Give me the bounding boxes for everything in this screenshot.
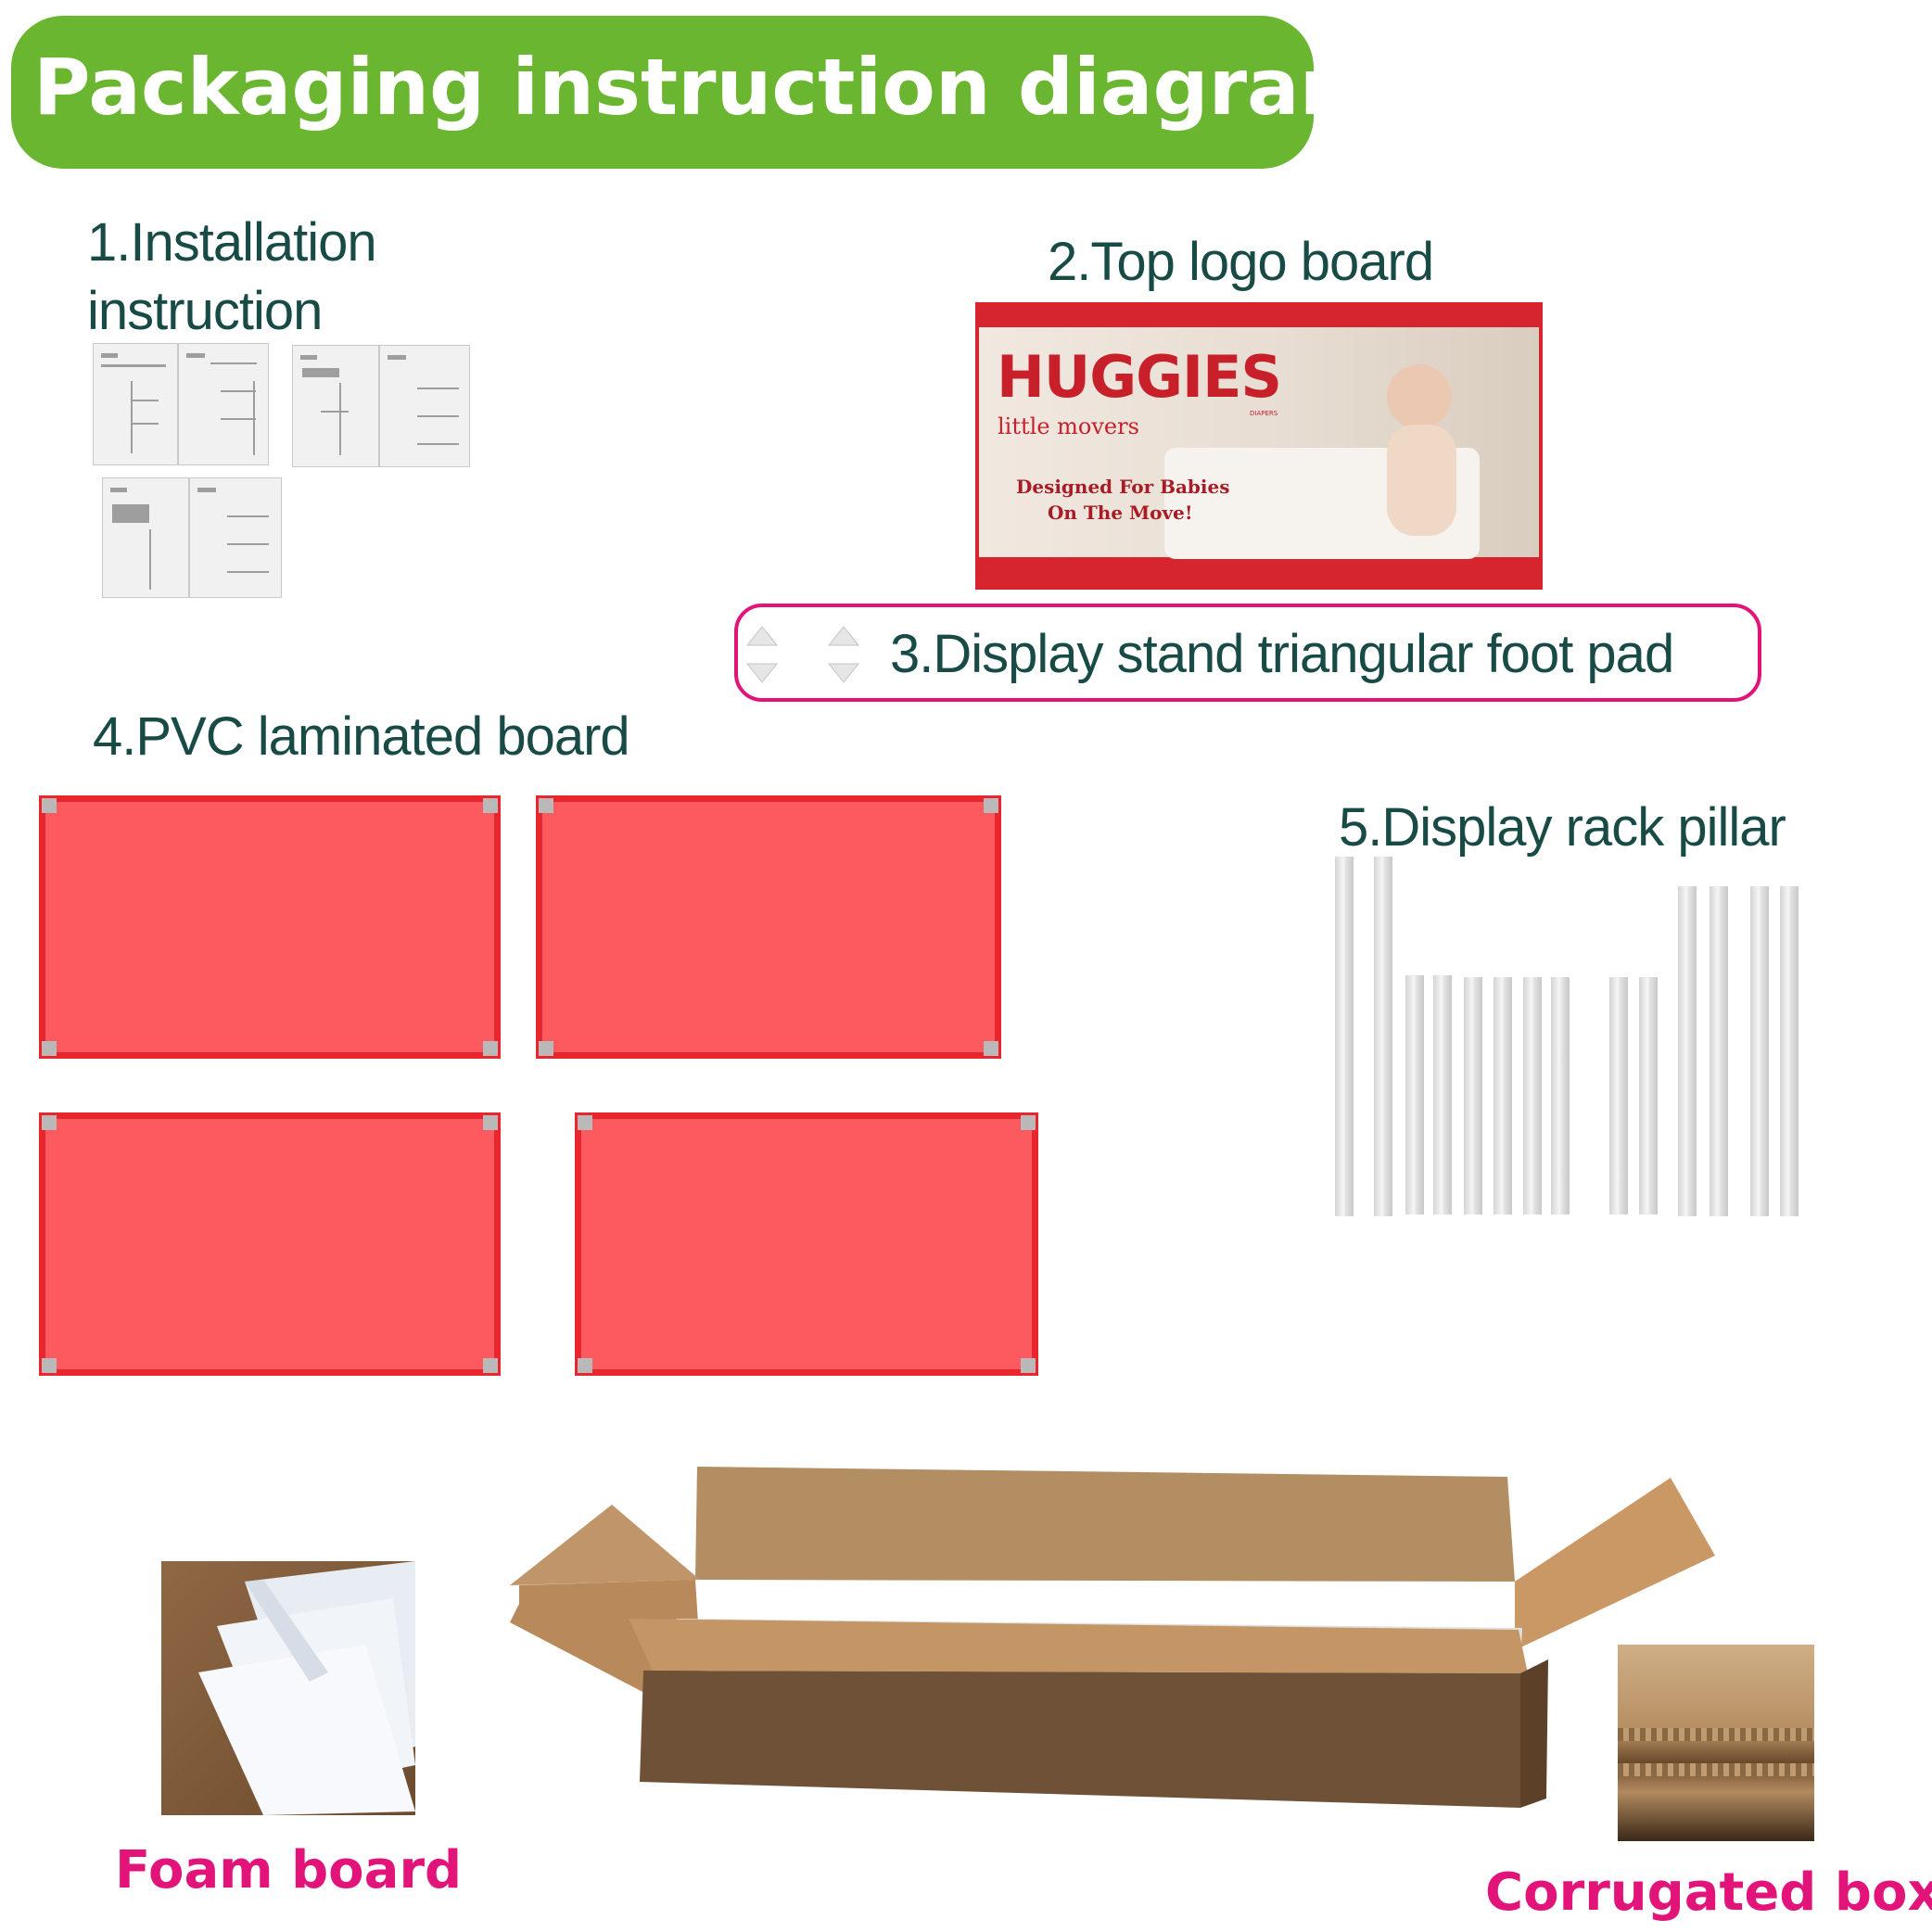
box-front (640, 1671, 1520, 1808)
box-front-flap (629, 1619, 1528, 1673)
pvc-board-label: 4.PVC laminated board (93, 706, 630, 767)
page-title: Packaging instruction diagram (33, 42, 1381, 133)
pvc-board (575, 1112, 1038, 1376)
top-logo-board: HUGGIES DIAPERS little movers Designed F… (975, 302, 1543, 590)
logo-board-photo (979, 327, 1539, 559)
corrugation-layer (1618, 1763, 1814, 1776)
instruction-sheet (93, 343, 178, 465)
corrugated-box-photo (1618, 1645, 1814, 1841)
board-corner (578, 1358, 592, 1373)
pillars-group (1331, 853, 1813, 1231)
foot-pad-icon (745, 663, 779, 683)
pillar (1551, 977, 1570, 1214)
foot-pad-callout (734, 604, 1761, 702)
pillar (1639, 977, 1658, 1214)
board-corner (483, 798, 498, 813)
huggies-logo-text: HUGGIES (997, 343, 1282, 411)
instruction-sheet (102, 477, 189, 598)
pillar (1609, 977, 1628, 1214)
box-side (1520, 1659, 1548, 1808)
board-corner (42, 1041, 57, 1056)
box-left-flap-top (510, 1505, 700, 1585)
board-corner (42, 798, 57, 813)
pillar (1710, 886, 1728, 1216)
pillar (1335, 857, 1354, 1216)
board-corner (984, 798, 998, 813)
board-corner (42, 1358, 57, 1373)
board-corner (1021, 1358, 1036, 1373)
board-corner (539, 798, 553, 813)
board-corner (578, 1115, 592, 1130)
pillar (1678, 886, 1697, 1216)
top-logo-label: 2.Top logo board (1048, 232, 1434, 292)
board-corner (1021, 1115, 1036, 1130)
instruction-sheet (178, 343, 269, 465)
pvc-board (536, 795, 1001, 1059)
foam-board-photo (161, 1561, 415, 1815)
pillar (1523, 977, 1542, 1214)
pillar (1750, 886, 1769, 1216)
board-corner (483, 1358, 498, 1373)
instruction-sheets (93, 341, 473, 601)
title-banner (11, 16, 1314, 169)
corrugation-layer (1618, 1728, 1814, 1741)
pillar (1780, 886, 1799, 1216)
pillar (1464, 977, 1482, 1214)
foot-pad-icon (745, 626, 779, 646)
corrugated-box-label: Corrugated box (1485, 1862, 1932, 1923)
foot-pad-label: 3.Display stand triangular foot pad (890, 624, 1674, 684)
instruction-sheet (189, 477, 282, 598)
instruction-sheet (292, 345, 379, 467)
box-right-flap (1515, 1478, 1715, 1650)
pillar (1405, 975, 1424, 1214)
board-corner (42, 1115, 57, 1130)
baby-body-shape (1387, 425, 1456, 536)
instruction-sheet (379, 345, 470, 467)
pvc-board (39, 795, 501, 1059)
tagline-line2: On The Move! (1048, 502, 1193, 524)
foot-pad-icon (827, 663, 860, 683)
foot-pad-icons (745, 626, 860, 683)
board-corner (984, 1041, 998, 1056)
little-movers-text: little movers (998, 413, 1139, 439)
foot-pad-icon (827, 626, 860, 646)
board-corner (483, 1041, 498, 1056)
foam-sheets-graphic (198, 1561, 415, 1815)
installation-label-line1: 1.Installation (87, 212, 377, 273)
pillar (1374, 857, 1392, 1216)
diapers-text: DIAPERS (1250, 410, 1278, 417)
baby-head-shape (1387, 364, 1452, 429)
installation-label-line2: instruction (87, 281, 323, 341)
box-back-flap (695, 1467, 1515, 1582)
pillar (1433, 975, 1452, 1214)
board-corner (539, 1041, 553, 1056)
cardboard-box (510, 1467, 1715, 1808)
foam-board-label: Foam board (115, 1840, 463, 1900)
pillar (1493, 977, 1512, 1214)
pvc-board (39, 1112, 501, 1376)
pillar-label: 5.Display rack pillar (1339, 797, 1786, 858)
tagline-line1: Designed For Babies (1016, 476, 1230, 498)
board-corner (483, 1115, 498, 1130)
